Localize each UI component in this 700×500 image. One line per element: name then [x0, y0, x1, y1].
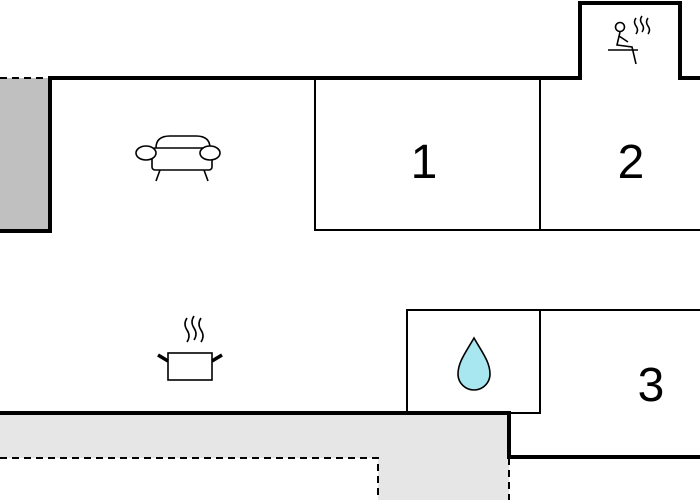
- bedroom-1-walls: [314, 78, 700, 231]
- outside-dashed-edge: [0, 77, 510, 500]
- outside-terrace-bottom: [0, 413, 509, 500]
- sauna-icon: [608, 15, 651, 65]
- room-label-3: 3: [638, 359, 665, 412]
- room-label-1: 1: [411, 136, 438, 189]
- cooking-pot-icon: [157, 315, 223, 381]
- bathroom-walls: [406, 309, 700, 414]
- outside-area-left: [0, 78, 50, 231]
- room-label-2: 2: [618, 136, 645, 189]
- water-drop-icon: [457, 336, 491, 391]
- sofa-icon: [135, 135, 221, 182]
- exterior-wall-top: [0, 1, 700, 233]
- exterior-wall-bottom: [0, 411, 700, 459]
